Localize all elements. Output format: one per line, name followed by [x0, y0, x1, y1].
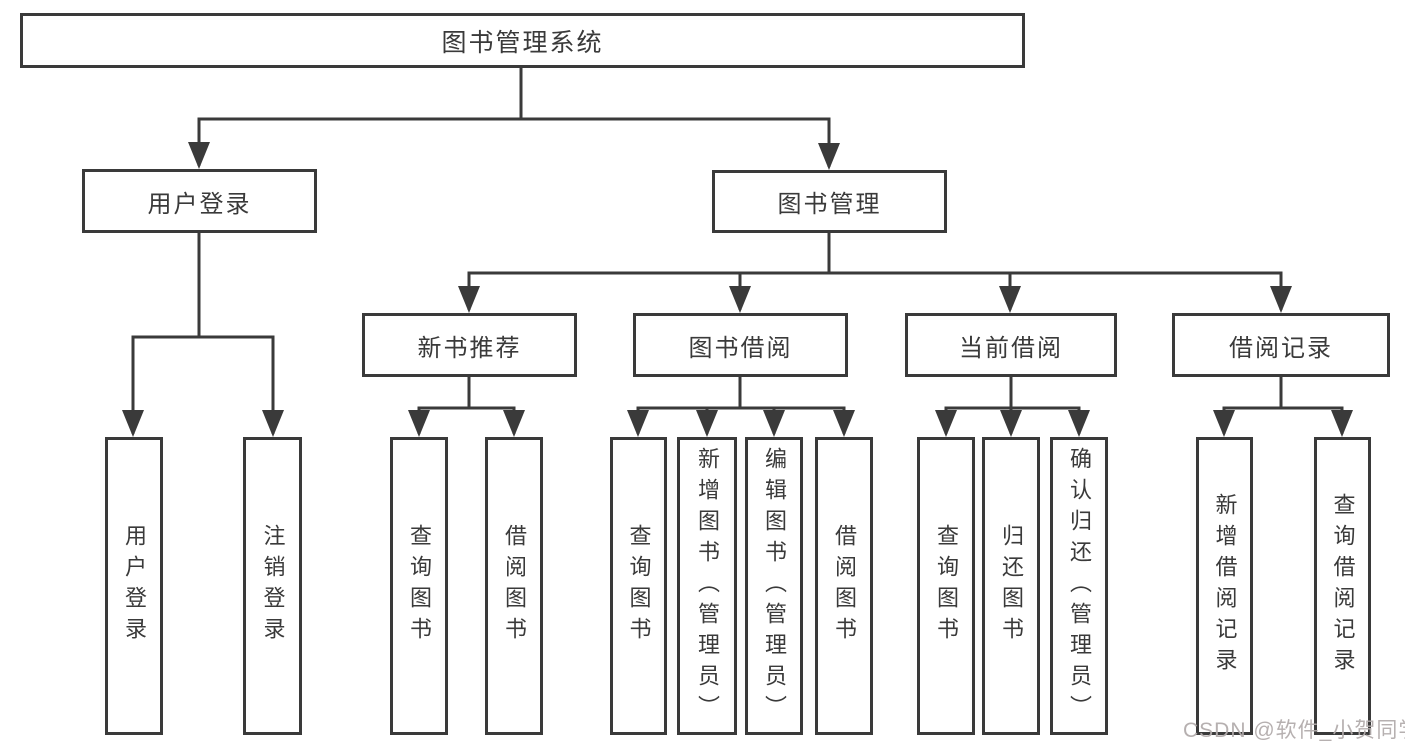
group-node-label: 新书推荐 [417, 334, 522, 362]
leaf-node-label: 确认归还（管理员） [1067, 446, 1092, 726]
leaf-node-label: 借阅图书 [832, 524, 857, 648]
root-node-label: 图书管理系统 [441, 28, 604, 57]
group-node-label: 图书借阅 [688, 334, 793, 362]
leaf-node-label: 查询图书 [626, 524, 652, 648]
group-node-new-book-recommendation: 新书推荐 [362, 313, 577, 377]
leaf-node-add-borrow-record: 新增借阅记录 [1196, 437, 1253, 735]
group-node-current-borrowing: 当前借阅 [905, 313, 1117, 377]
leaf-node-borrow-books: 借阅图书 [815, 437, 873, 735]
root-node-system: 图书管理系统 [20, 13, 1025, 68]
leaf-node-label: 查询图书 [407, 524, 432, 648]
leaf-node-borrow-books-recommend: 借阅图书 [485, 437, 543, 735]
leaf-node-label: 新增图书（管理员） [695, 446, 720, 726]
leaf-node-query-books-recommend: 查询图书 [390, 437, 448, 735]
leaf-node-return-books: 归还图书 [982, 437, 1040, 735]
leaf-node-label: 新增借阅记录 [1212, 493, 1238, 679]
branch-node-label: 用户登录 [147, 190, 252, 218]
leaf-node-label: 查询借阅记录 [1330, 493, 1356, 679]
leaf-node-query-books-borrow: 查询图书 [610, 437, 667, 735]
csdn-watermark: CSDN @软件_小贺同学 [1183, 719, 1405, 742]
leaf-node-confirm-return-admin: 确认归还（管理员） [1050, 437, 1108, 735]
leaf-node-label: 查询图书 [934, 524, 959, 648]
group-node-label: 当前借阅 [959, 334, 1063, 362]
leaf-node-label: 归还图书 [999, 524, 1024, 648]
leaf-node-add-books-admin: 新增图书（管理员） [677, 437, 737, 735]
leaf-node-label: 注销登录 [260, 524, 286, 648]
group-node-borrowing-records: 借阅记录 [1172, 313, 1390, 377]
leaf-node-label: 借阅图书 [502, 524, 527, 648]
leaf-node-logout: 注销登录 [243, 437, 302, 735]
leaf-node-edit-books-admin: 编辑图书（管理员） [745, 437, 803, 735]
leaf-node-label: 编辑图书（管理员） [762, 446, 787, 726]
group-node-book-borrowing: 图书借阅 [633, 313, 848, 377]
group-node-label: 借阅记录 [1229, 334, 1333, 362]
leaf-node-query-books-current: 查询图书 [917, 437, 975, 735]
leaf-node-user-login: 用户登录 [105, 437, 163, 735]
leaf-node-label: 用户登录 [122, 524, 147, 648]
branch-node-label: 图书管理 [777, 191, 882, 218]
branch-node-book-management: 图书管理 [712, 170, 947, 233]
leaf-node-query-borrow-record: 查询借阅记录 [1314, 437, 1371, 735]
arrowhead-icons [122, 142, 1353, 437]
branch-node-user-login: 用户登录 [82, 169, 317, 233]
